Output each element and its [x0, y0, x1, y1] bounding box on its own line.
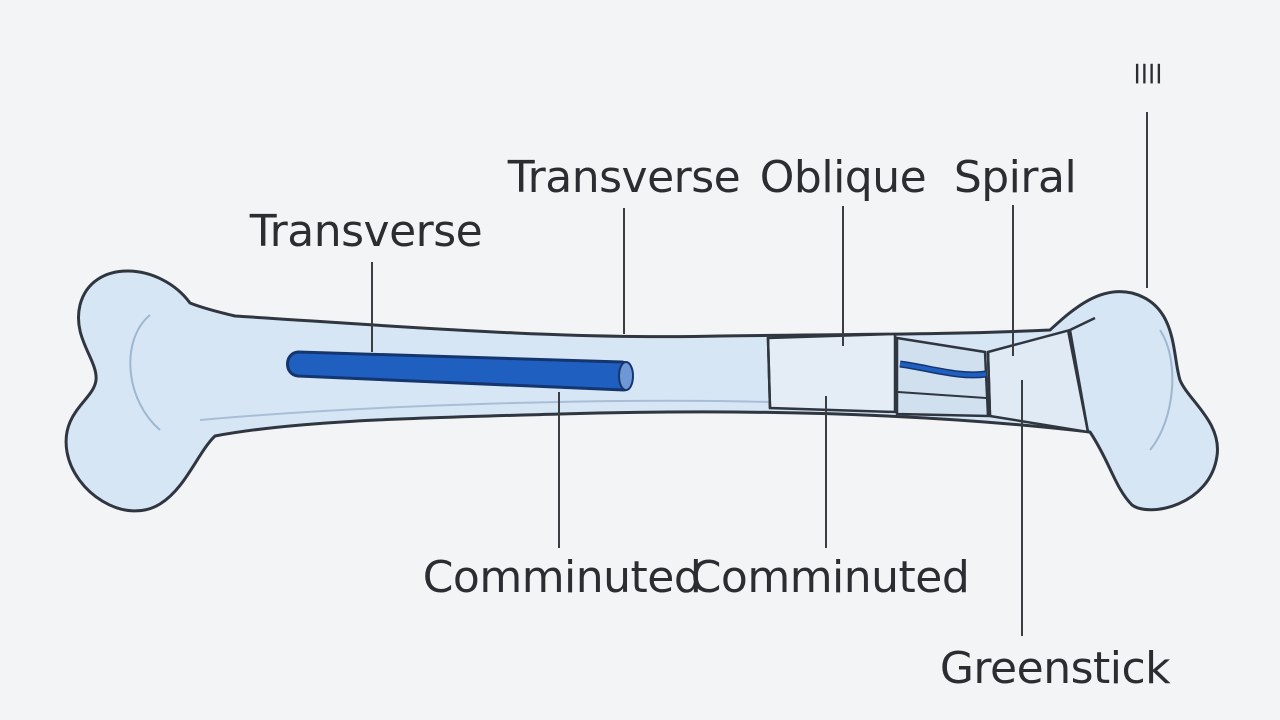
- bone-shading-left: [129, 314, 161, 431]
- label-spiral: Spiral: [954, 152, 1076, 203]
- label-transverse-center: Transverse: [507, 152, 740, 203]
- bone-shading-right: [1149, 329, 1174, 451]
- bone-shading-shaft: [199, 399, 771, 421]
- greenstick-crack-top: [1069, 316, 1096, 332]
- oblique-break-line: [766, 337, 772, 409]
- greenstick-crack-left: [986, 351, 992, 417]
- label-comminuted-left: Comminuted: [423, 552, 702, 603]
- bone-shape: [64, 269, 1219, 513]
- label-corner-glyph: ꞁꞁꞁꞁ: [1134, 55, 1163, 85]
- label-comminuted-center: Comminuted: [691, 552, 970, 603]
- femur-bone: [64, 269, 1219, 513]
- label-oblique: Oblique: [760, 152, 926, 203]
- oblique-segment: [766, 332, 897, 414]
- rod-end-cap: [618, 361, 634, 391]
- spiral-blue-band-inner: [899, 362, 987, 377]
- label-greenstick: Greenstick: [940, 643, 1171, 694]
- spiral-segment: [895, 336, 990, 418]
- spiral-crack: [897, 391, 987, 399]
- label-transverse-left: Transverse: [249, 206, 482, 257]
- leader-lines: [371, 112, 1148, 636]
- labels: Transverse Transverse Oblique Spiral Com…: [249, 55, 1172, 694]
- oblique-fracture-box: [766, 332, 897, 414]
- greenstick-crack-right: [1066, 329, 1090, 433]
- fracture-rod-left: [286, 350, 634, 392]
